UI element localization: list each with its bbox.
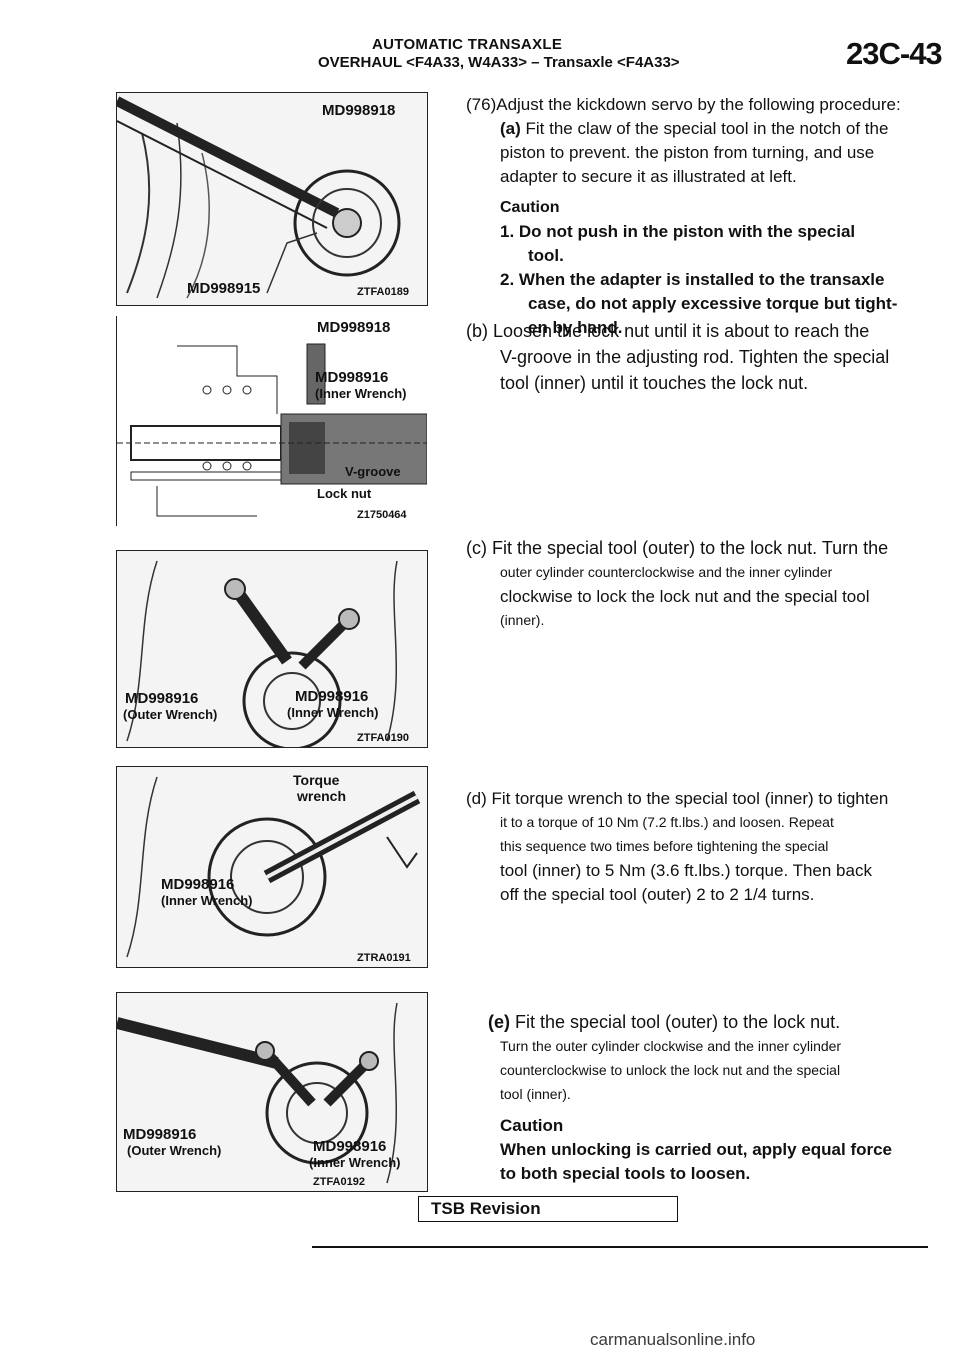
step-c-block: (c) Fit the special tool (outer) to the … — [466, 538, 928, 634]
step-a-label: (a) — [500, 119, 521, 138]
step-d-text-2: it to a torque of 10 Nm (7.2 ft.lbs.) an… — [500, 814, 834, 830]
figure-5-label-4: (Inner Wrench) — [309, 1155, 401, 1170]
tsb-revision-label: TSB Revision — [431, 1199, 541, 1218]
step-b-text-1: (b) Loosen the lock nut until it is abou… — [466, 321, 870, 341]
step-a-caution-1: 1. Do not push in the piston with the sp… — [500, 222, 856, 241]
step-e-line-1: (e) Fit the special tool (outer) to the … — [466, 1012, 928, 1033]
step-e-caution-2: to both special tools to loosen. — [500, 1164, 751, 1183]
figure-3-label-4: (Inner Wrench) — [287, 705, 379, 720]
step-a-caution-2a: 2. When the adapter is installed to the … — [500, 270, 885, 289]
step-e-block: (e) Fit the special tool (outer) to the … — [466, 1012, 928, 1187]
step-a-caution-2b: case, do not apply excessive torque but … — [528, 294, 898, 313]
figure-2-code: Z1750464 — [357, 509, 407, 521]
step-76-heading: (76)Adjust the kickdown servo by the fol… — [466, 95, 901, 114]
step-e-label: (e) — [488, 1012, 510, 1032]
watermark: carmanualsonline.info — [590, 1330, 756, 1349]
figure-3-label-1: MD998916 — [125, 690, 198, 707]
figure-4-label-2: wrench — [296, 788, 346, 804]
figure-2-label-3: (Inner Wrench) — [315, 386, 407, 401]
step-b-text-3: tool (inner) until it touches the lock n… — [500, 373, 809, 393]
figure-2-illustration: MD998918 MD998916 (Inner Wrench) V-groov… — [117, 319, 427, 521]
step-d-text-1: (d) Fit torque wrench to the special too… — [466, 789, 889, 808]
figure-3-illustration: MD998916 (Outer Wrench) MD998916 (Inner … — [117, 551, 427, 747]
figure-1-code: ZTFA0189 — [357, 286, 409, 298]
step-b-block: (b) Loosen the lock nut until it is abou… — [466, 320, 928, 398]
step-e-text-2: Turn the outer cylinder clockwise and th… — [500, 1038, 842, 1054]
step-d-text-4: tool (inner) to 5 Nm (3.6 ft.lbs.) torqu… — [500, 861, 872, 880]
figure-1-label-2: MD998915 — [187, 280, 260, 297]
step-e-text-3: counterclockwise to unlock the lock nut … — [500, 1062, 841, 1078]
figure-4-code: ZTRA0191 — [357, 952, 411, 964]
header-subtitle: OVERHAUL <F4A33, W4A33> – Transaxle <F4A… — [318, 54, 680, 71]
step-76-block: (76)Adjust the kickdown servo by the fol… — [466, 94, 928, 341]
step-e-text-4: tool (inner). — [500, 1086, 571, 1102]
figure-3: MD998916 (Outer Wrench) MD998916 (Inner … — [116, 550, 428, 748]
step-a-text-2: piston to prevent. the piston from turni… — [500, 143, 875, 162]
figure-5-label-3: MD998916 — [313, 1138, 386, 1155]
figure-2-label-2: MD998916 — [315, 369, 388, 386]
figure-4-illustration: Torque wrench MD998916 (Inner Wrench) ZT… — [117, 767, 427, 967]
step-d-text-5: off the special tool (outer) 2 to 2 1/4 … — [500, 885, 815, 904]
figure-1: MD998918 MD998915 ZTFA0189 — [116, 92, 428, 306]
header-title: AUTOMATIC TRANSAXLE — [372, 36, 563, 53]
step-c-text-4: (inner). — [500, 612, 545, 628]
figure-1-illustration: MD998918 MD998915 ZTFA0189 — [117, 93, 427, 305]
figure-2-label-5: Lock nut — [317, 486, 372, 501]
step-a-text-3: adapter to secure it as illustrated at l… — [500, 167, 797, 186]
figure-4-label-3: MD998916 — [161, 876, 234, 893]
step-c-text-1: (c) Fit the special tool (outer) to the … — [466, 538, 889, 558]
figure-3-label-3: MD998916 — [295, 688, 368, 705]
step-a-caution-title: Caution — [500, 199, 560, 216]
step-e-caution-title: Caution — [500, 1116, 564, 1135]
step-d-text-3: this sequence two times before tightenin… — [500, 838, 829, 854]
step-e-caution-1: When unlocking is carried out, apply equ… — [500, 1140, 893, 1159]
figure-5: MD998916 (Outer Wrench) MD998916 (Inner … — [116, 992, 428, 1192]
figure-1-label-1: MD998918 — [322, 102, 395, 119]
figure-4-label-4: (Inner Wrench) — [161, 893, 253, 908]
step-a-text-1: Fit the claw of the special tool in the … — [525, 119, 889, 138]
figure-5-illustration: MD998916 (Outer Wrench) MD998916 (Inner … — [117, 993, 427, 1191]
step-c-text-3: clockwise to lock the lock nut and the s… — [500, 587, 870, 606]
step-a-caution-1b: tool. — [528, 246, 564, 265]
step-e-text-1: Fit the special tool (outer) to the lock… — [515, 1012, 841, 1032]
step-d-block: (d) Fit torque wrench to the special too… — [466, 788, 928, 908]
figure-5-label-1: MD998916 — [123, 1126, 196, 1143]
step-c-text-2: outer cylinder counterclockwise and the … — [500, 564, 833, 580]
figure-2-label-1: MD998918 — [317, 319, 390, 336]
step-b-text-2: V-groove in the adjusting rod. Tighten t… — [500, 347, 890, 367]
step-a-caution-2c: en by hand. — [528, 318, 623, 337]
footer-rule — [312, 1246, 928, 1248]
figure-3-label-2: (Outer Wrench) — [123, 707, 217, 722]
figure-4-label-1: Torque — [293, 772, 340, 788]
page-number: 23C-43 — [846, 36, 943, 71]
figure-4: Torque wrench MD998916 (Inner Wrench) ZT… — [116, 766, 428, 968]
figure-3-code: ZTFA0190 — [357, 732, 409, 744]
figure-2-label-4: V-groove — [345, 464, 401, 479]
tsb-revision-box: TSB Revision — [418, 1196, 678, 1222]
figure-5-code: ZTFA0192 — [313, 1176, 365, 1188]
figure-5-label-2: (Outer Wrench) — [127, 1143, 221, 1158]
step-a-line-1: (a) Fit the claw of the special tool in … — [466, 118, 928, 139]
figure-2: MD998918 MD998916 (Inner Wrench) V-groov… — [116, 316, 427, 526]
